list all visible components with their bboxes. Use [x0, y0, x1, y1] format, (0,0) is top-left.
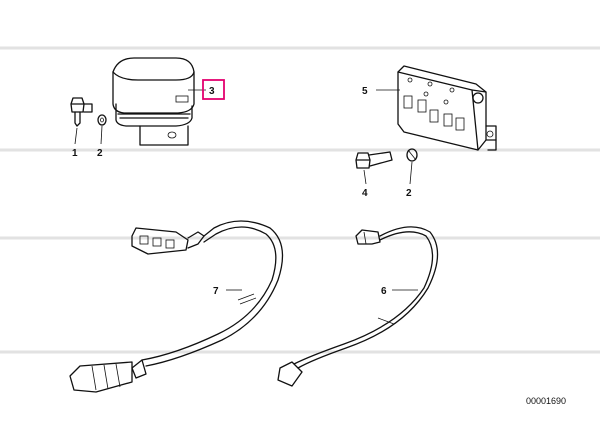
callout-1: 1 [72, 148, 78, 159]
callout-4: 4 [362, 188, 368, 199]
callout-3: 3 [209, 86, 215, 97]
bolt-part-4 [355, 151, 393, 169]
washer-part-2a [97, 114, 107, 126]
callout-3-highlight [202, 79, 225, 100]
callout-6: 6 [381, 286, 387, 297]
callout-2a: 2 [97, 148, 103, 159]
callout-2b: 2 [406, 188, 412, 199]
callout-7: 7 [213, 286, 219, 297]
screw-part-1 [70, 97, 93, 127]
fuse-plate-part [397, 65, 497, 151]
leader-lines [74, 89, 418, 291]
watermark [0, 46, 600, 354]
relay-part [112, 57, 195, 146]
drawing-number: 00001690 [526, 396, 566, 406]
callout-5: 5 [362, 86, 368, 97]
single-wire-part-6 [277, 226, 439, 387]
wiring-harness-part-7 [69, 220, 284, 393]
washer-part-2b [406, 148, 418, 162]
